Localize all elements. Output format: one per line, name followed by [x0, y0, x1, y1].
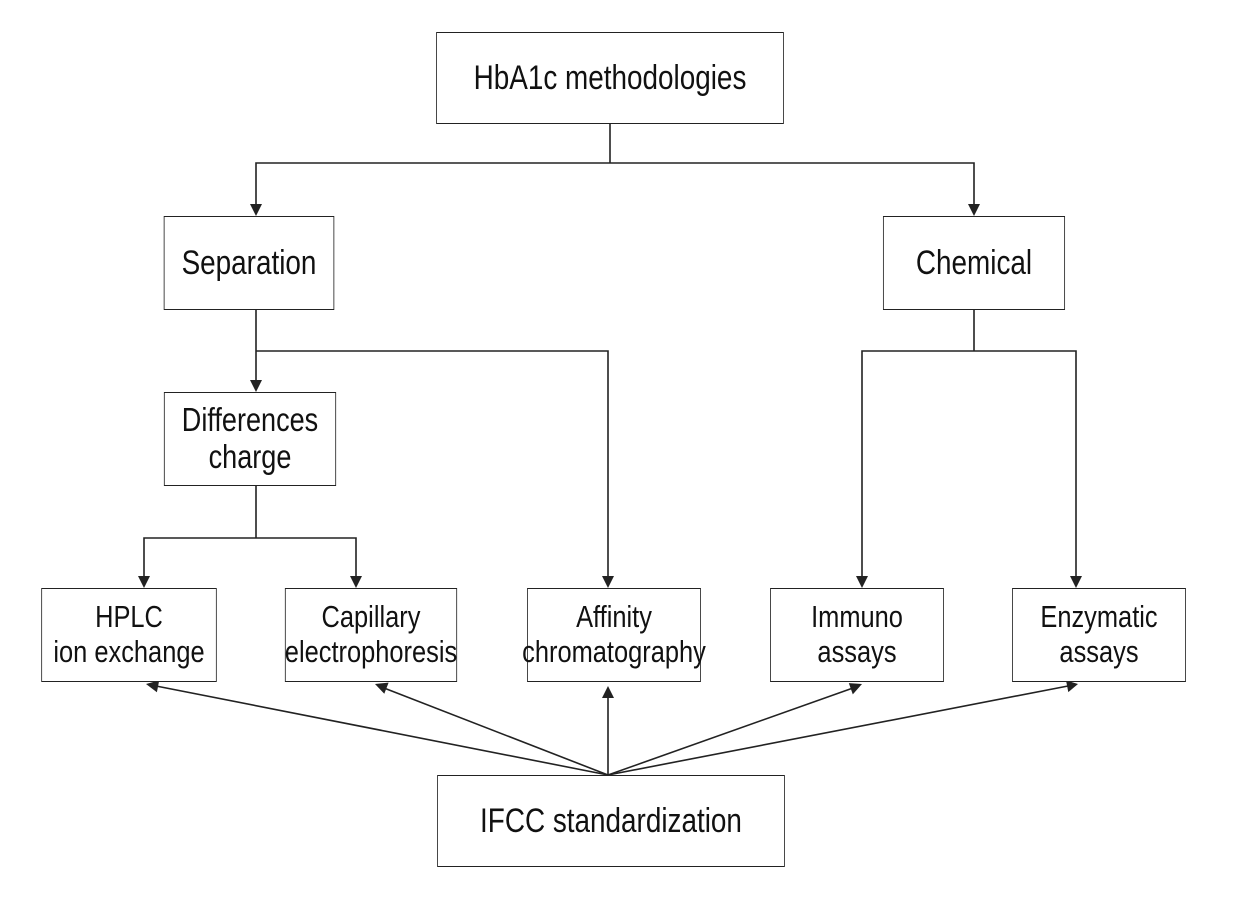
node-ifcc-standardization: IFCC standardization: [437, 775, 785, 867]
node-label: Chemical: [915, 243, 1033, 282]
node-label-line2: charge: [208, 438, 292, 475]
arrowhead-ifcc-capillary: [375, 682, 389, 694]
connector-ifcc-enzymatic: [607, 685, 1069, 776]
arrowhead-hplc: [138, 576, 150, 588]
node-separation: Separation: [163, 216, 335, 310]
connector-chemical-split: [861, 350, 1077, 578]
node-label-line1: Affinity: [576, 599, 652, 635]
arrowhead-capillary: [350, 576, 362, 588]
node-label-line2: assays: [1059, 634, 1139, 669]
node-label: HbA1c methodologies: [473, 58, 747, 97]
node-label-line1: Capillary: [321, 599, 421, 635]
node-label-line2: ion exchange: [53, 634, 205, 669]
node-hba1c-methodologies: HbA1c methodologies: [436, 32, 784, 124]
arrowhead-ifcc-immuno: [848, 683, 862, 695]
node-chemical: Chemical: [882, 216, 1066, 310]
connector-ifcc-immuno: [607, 687, 854, 776]
node-label: IFCC standardization: [480, 801, 742, 840]
arrowhead-separation: [250, 204, 262, 216]
node-affinity-chromatography: Affinity chromatography: [522, 588, 706, 682]
node-label-line1: Differences: [181, 401, 319, 439]
connector-separation-affinity: [256, 350, 609, 578]
connector-ifcc-hplc: [155, 685, 609, 776]
node-enzymatic-assays: Enzymatic assays: [1012, 588, 1186, 682]
arrowhead-differences: [250, 380, 262, 392]
node-capillary-electrophoresis: Capillary electrophoresis: [285, 588, 457, 682]
connector-differences-split: [143, 537, 357, 578]
arrowhead-ifcc-affinity: [602, 686, 614, 698]
node-differences-charge: Differences charge: [163, 392, 337, 486]
arrowhead-immuno: [856, 576, 868, 588]
node-label-line1: Immuno: [811, 599, 903, 635]
connector-root-split: [255, 162, 975, 206]
node-label-line1: HPLC: [95, 599, 163, 635]
arrowhead-ifcc-enzymatic: [1066, 680, 1078, 693]
node-label-line2: assays: [817, 634, 897, 669]
node-label-line2: electrophoresis: [284, 634, 458, 669]
node-label-line1: Enzymatic: [1040, 599, 1158, 635]
arrowhead-ifcc-hplc: [146, 680, 160, 693]
connector-ifcc-capillary: [383, 687, 609, 776]
arrowhead-affinity: [602, 576, 614, 588]
arrowhead-chemical: [968, 204, 980, 216]
node-label: Separation: [181, 243, 317, 282]
arrowhead-enzymatic: [1070, 576, 1082, 588]
node-immuno-assays: Immuno assays: [770, 588, 944, 682]
node-label-line2: chromatography: [522, 634, 706, 669]
node-hplc-ion-exchange: HPLC ion exchange: [41, 588, 217, 682]
